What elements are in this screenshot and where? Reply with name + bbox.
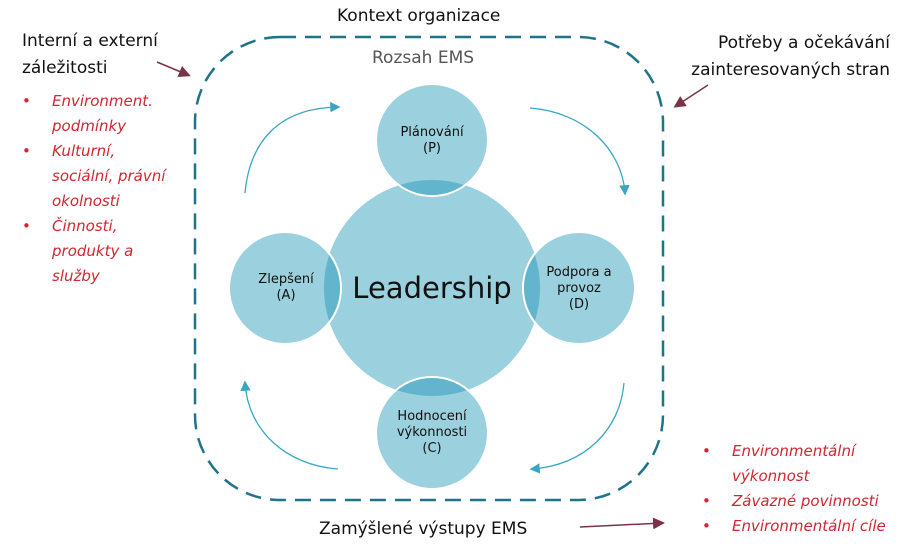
pointer-left xyxy=(156,61,191,78)
pointer-right xyxy=(673,84,709,108)
arrow-act-to-plan xyxy=(244,101,341,194)
arrow-plan-to-do xyxy=(529,107,630,196)
act-circle[interactable] xyxy=(228,231,342,345)
list-item: Environmentální výkonnost xyxy=(702,439,917,489)
do-circle[interactable] xyxy=(522,231,636,345)
act-label: Zlepšení(A) xyxy=(258,272,314,303)
leadership-label: Leadership xyxy=(352,271,512,305)
bottom-list: Environmentální výkonnost Závazné povinn… xyxy=(702,439,917,539)
plan-label: Plánování(P) xyxy=(400,125,464,156)
left-list: Environment. podmínky Kulturní, sociální… xyxy=(22,89,172,289)
arrow-do-to-check xyxy=(529,382,625,474)
left-heading: Interní a externí záležitosti xyxy=(22,31,158,78)
pointer-bottom xyxy=(579,517,665,530)
bottom-heading: Zamýšlené výstupy EMS xyxy=(319,519,528,539)
ems-scope-boundary xyxy=(193,35,665,502)
scope-label: Rozsah EMS xyxy=(372,48,475,68)
leadership-circle xyxy=(324,180,540,396)
list-item: Environmentální cíle xyxy=(702,514,917,539)
list-item: Kulturní, sociální, právní okolnosti xyxy=(22,139,172,214)
list-item: Činnosti, produkty a služby xyxy=(22,214,172,289)
arrow-check-to-act xyxy=(240,380,339,470)
plan-circle[interactable] xyxy=(375,83,489,197)
right-heading: Potřeby a očekávání zainteresovaných str… xyxy=(691,33,890,80)
context-title: Kontext organizace xyxy=(337,6,501,26)
list-item: Závazné povinnosti xyxy=(702,489,917,514)
check-circle[interactable] xyxy=(375,376,489,490)
list-item: Environment. podmínky xyxy=(22,89,172,139)
